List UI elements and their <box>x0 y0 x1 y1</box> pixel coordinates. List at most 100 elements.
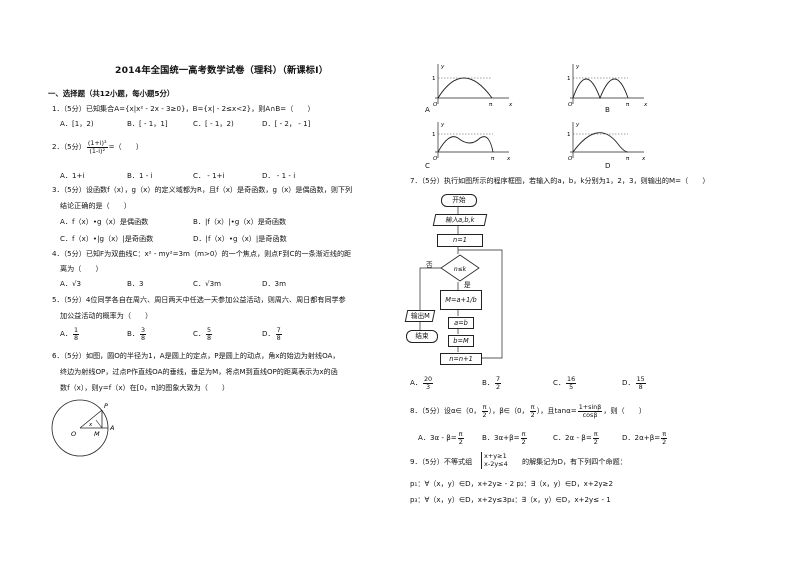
question-5-line2: 加公益活动的概率为（ ） <box>60 311 153 320</box>
q8-tan-num: 1+sinβ <box>577 403 603 412</box>
flow-assign-m: M=a+1/b <box>440 290 482 310</box>
question-7: 7．（5分）执行如图所示的程序框图，若输入的a，b，k分别为1，2，3，则输出的… <box>410 176 710 185</box>
q8-part-c: ），且tanα= <box>536 406 577 416</box>
graph-b-pi: π <box>626 102 630 108</box>
graph-c-tick: 1 <box>432 132 436 138</box>
graph-c-pi: π <box>491 156 495 162</box>
q8-pi-2: π <box>529 403 536 412</box>
q9-inequality-1: x+y≥1 <box>484 452 507 460</box>
label-o: O <box>71 430 76 438</box>
question-3-line2: 结论正确的是（ ） <box>60 201 131 210</box>
q9-propositions-1: p₁：∀（x，y）∈D，x+2y≥ - 2 p₂：∃（x，y）∈D，x+2y≥2 <box>410 479 613 488</box>
graph-a-letter: A <box>425 105 430 114</box>
q8-pi-1: π <box>481 403 488 412</box>
q3-option-a: A．f（x）•g（x）是偶函数 <box>60 217 149 226</box>
graph-b-letter: B <box>605 105 610 114</box>
q5-d-den: 8 <box>276 333 281 342</box>
flow-condition-diamond: n≤k <box>440 254 480 282</box>
q5-option-c-label: C． <box>193 329 206 339</box>
q8-two-2: 2 <box>530 410 535 419</box>
q7-b-num: 7 <box>494 375 502 384</box>
flow-init: n=1 <box>437 234 483 247</box>
graph-a-x-label: x <box>508 102 513 108</box>
graph-b: y x 1 π O <box>567 64 648 108</box>
q7-c-num: 16 <box>566 375 577 384</box>
q4-option-a: A．√3 <box>60 279 81 288</box>
flow-increment: n=n+1 <box>440 353 482 365</box>
q3-option-b: B．|f（x）|•g（x）是奇函数 <box>193 217 287 226</box>
question-5-line1: 5．（5分）4位同学各自在周六、周日两天中任选一天参加公益活动，则周六、周日都有… <box>52 295 346 304</box>
ray-op <box>79 409 103 429</box>
flow-assign-a: a=b <box>448 317 474 329</box>
q8-c-pi: π <box>592 430 599 439</box>
graph-b-origin: O <box>568 102 573 108</box>
q8-a-pi: π <box>457 430 464 439</box>
label-a: A <box>109 424 114 432</box>
q8-d-pi: π <box>661 430 668 439</box>
q2-option-b: B．1 - i <box>127 171 153 180</box>
graph-a-y-label: y <box>440 64 445 70</box>
question-2: 2．（5分）(1+i)³(1-i)²=（ ） <box>52 140 143 154</box>
question-3-line1: 3．（5分）设函数f（x），g（x）的定义域都为R，且f（x）是奇函数，g（x）… <box>52 185 353 194</box>
q5-option-a-label: A． <box>60 329 72 339</box>
q2-option-c: C． - 1+i <box>193 171 225 180</box>
graph-b-y-label: y <box>575 64 580 70</box>
q5-d-num: 7 <box>275 326 282 335</box>
flow-start: 开始 <box>441 194 477 207</box>
q8-two-1: 2 <box>482 410 487 419</box>
q7-option-b-label: B． <box>482 378 494 388</box>
flow-output-label: 输出M <box>410 312 430 320</box>
question-6-line1: 6．（5分）如图，圆O的半径为1，A是圆上的定点，P是圆上的动点，角x的始边为射… <box>52 351 340 360</box>
q3-option-c: C．f（x）•|g（x）|是奇函数 <box>60 234 154 243</box>
q1-option-a: A．[1，2) <box>60 119 94 128</box>
question-6-line2: 终边为射线OP，过点P作直线OA的垂线，垂足为M，将点M到直线OP的距离表示为x… <box>60 367 338 376</box>
flow-assign-b: b=M <box>448 335 474 347</box>
q5-b-num: 3 <box>139 326 147 335</box>
q8-option-d-label: D．2α+β= <box>622 433 661 443</box>
graph-d-letter: D <box>605 161 611 170</box>
q7-a-den: 3 <box>425 382 431 391</box>
label-p: P <box>104 402 108 410</box>
flow-end: 结束 <box>406 330 438 343</box>
q1-option-c: C．[ - 1，2) <box>193 119 234 128</box>
graph-a-tick: 1 <box>432 76 436 82</box>
question-9-tail: 的解集记为D，有下列四个命题： <box>522 457 627 466</box>
q4-option-c: C．√3m <box>193 279 221 288</box>
distance-segment <box>95 419 103 429</box>
q8-d-two: 2 <box>662 437 667 446</box>
graph-a-curve <box>437 77 493 99</box>
q5-a-den: 8 <box>73 333 79 342</box>
question-4-line2: 离为（ ） <box>60 264 103 273</box>
q8-c-two: 2 <box>593 437 598 446</box>
q7-b-den: 2 <box>495 382 501 391</box>
flow-input: 输入a,b,k <box>432 214 488 226</box>
flow-no-label: 否 <box>426 261 433 269</box>
q1-option-b: B．[ - 1，1] <box>127 119 168 128</box>
graph-c: y x 1 π O <box>432 122 511 162</box>
question-4-line1: 4．（5分）已知F为双曲线C：x² - my²=3m（m>0）的一个焦点，则点F… <box>52 249 352 258</box>
graph-b-tick: 1 <box>567 76 571 82</box>
graph-b-curve <box>572 78 629 100</box>
graph-c-letter: C <box>425 161 430 170</box>
graph-d-origin: O <box>568 156 573 162</box>
graph-d-x-label: x <box>641 156 646 162</box>
q2-den: (1-i)² <box>89 146 106 155</box>
